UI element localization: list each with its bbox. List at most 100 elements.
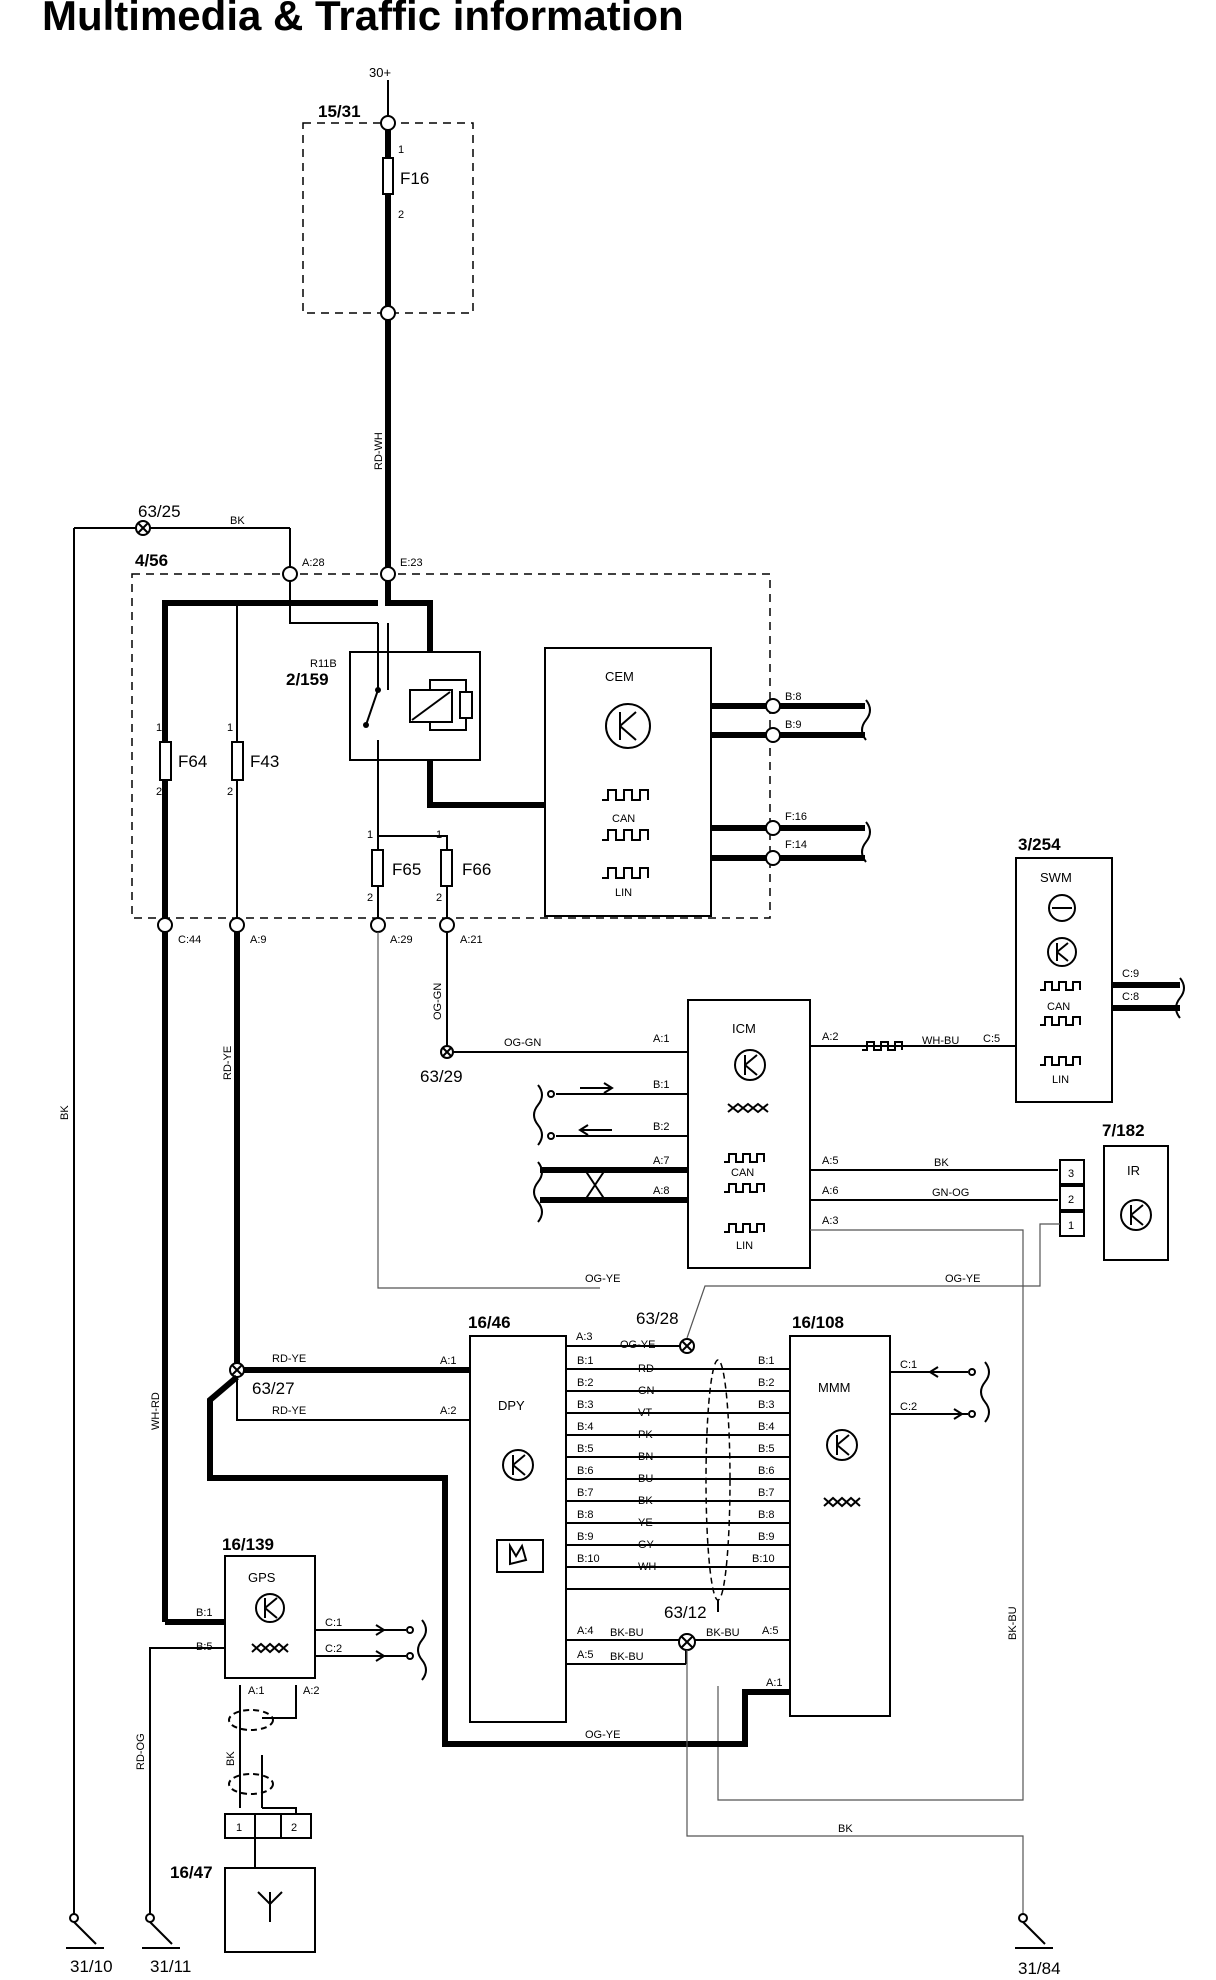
mmm-pin-b10: B:10 <box>752 1553 775 1565</box>
mmm-id: 16/108 <box>792 1313 844 1332</box>
splice-63-29-label: 63/29 <box>420 1067 463 1086</box>
icm-pin-a2: A:2 <box>822 1031 839 1043</box>
icm-can-label: CAN <box>731 1167 754 1179</box>
rem-conn-a9: A:9 <box>250 934 267 946</box>
bus-wire-rd: RD <box>638 1363 654 1375</box>
dpy-pin-b9: B:9 <box>577 1531 594 1543</box>
mmm-pin-c1: C:1 <box>900 1359 917 1371</box>
fuse-f16-label: F16 <box>400 169 429 188</box>
mmm-pin-c2: C:2 <box>900 1401 917 1413</box>
icm-pin-b2: B:2 <box>653 1121 670 1133</box>
dpy-label: DPY <box>498 1398 525 1413</box>
mmm-pin-b4: B:4 <box>758 1421 775 1433</box>
f43-pin1: 1 <box>227 722 233 734</box>
mmm-pin-b2: B:2 <box>758 1377 775 1389</box>
antenna-id: 16/47 <box>170 1863 213 1882</box>
icm-pin-a5: A:5 <box>822 1155 839 1167</box>
mmm-module <box>789 1335 891 1717</box>
mmm-pin-b1: B:1 <box>758 1355 775 1367</box>
gps-pin-a2: A:2 <box>303 1685 320 1697</box>
dpy-pin-b7: B:7 <box>577 1487 594 1499</box>
mmm-pin-b9: B:9 <box>758 1531 775 1543</box>
dpy-pin-b6: B:6 <box>577 1465 594 1477</box>
relay-id: 2/159 <box>286 670 329 689</box>
fuse-f64-label: F64 <box>178 752 207 771</box>
wire-label-bk-bu-a5: BK-BU <box>610 1651 644 1663</box>
ir-pin-2: 2 <box>1068 1194 1074 1206</box>
ground-31-84 <box>1015 1913 1053 1949</box>
icm-pin-a6: A:6 <box>822 1185 839 1197</box>
icm-label: ICM <box>732 1021 756 1036</box>
f66-pin1: 1 <box>436 829 442 841</box>
f65-pin2: 2 <box>367 892 373 904</box>
wire-label-bk-top: BK <box>230 515 245 527</box>
mmm-pin-a1: A:1 <box>766 1677 783 1689</box>
swm-pin-c9: C:9 <box>1122 968 1139 980</box>
mmm-pin-b8: B:8 <box>758 1509 775 1521</box>
swm-lin-label: LIN <box>1052 1074 1069 1086</box>
dpy-pin-b5: B:5 <box>577 1443 594 1455</box>
wire-label-rd-wh: RD-WH <box>373 432 385 470</box>
bus-wire-bk: BK <box>638 1495 653 1507</box>
wire-label-og-ye-ir: OG-YE <box>945 1273 980 1285</box>
fuse-f65-label: F65 <box>392 860 421 879</box>
relay-r11b-label: R11B <box>310 658 337 670</box>
ground-31-11-label: 31/11 <box>150 1957 191 1976</box>
cem-pin-b8: B:8 <box>785 691 802 703</box>
ir-pin-3: 3 <box>1068 1168 1074 1180</box>
cem-pin-f14: F:14 <box>785 839 807 851</box>
bus-wire-gy: GY <box>638 1539 655 1551</box>
cem-label: CEM <box>605 669 634 684</box>
ground-31-10-label: 31/10 <box>70 1957 113 1976</box>
wire-label-bk-bu-mmm: BK-BU <box>706 1627 740 1639</box>
swm-pin-c5: C:5 <box>983 1033 1000 1045</box>
icm-pin-a1: A:1 <box>653 1033 670 1045</box>
wire-label-og-gn-vert: OG-GN <box>432 983 444 1020</box>
wire-label-wh-rd: WH-RD <box>150 1392 162 1430</box>
gps-pin-b1: B:1 <box>196 1607 213 1619</box>
f64-pin1: 1 <box>156 722 162 734</box>
icm-pin-a8: A:8 <box>653 1185 670 1197</box>
swm-pin-c8: C:8 <box>1122 991 1139 1003</box>
wire-label-bk-bottom: BK <box>838 1823 853 1835</box>
wire-label-rd-ye-a1: RD-YE <box>272 1353 306 1365</box>
antenna-pin-2: 2 <box>291 1822 297 1834</box>
fuse-f66-symbol <box>440 849 453 887</box>
cem-pin-f16: F:16 <box>785 811 807 823</box>
mmm-label: MMM <box>818 1380 851 1395</box>
page-title: Multimedia & Traffic information <box>42 0 684 39</box>
mmm-pin-b7: B:7 <box>758 1487 775 1499</box>
dpy-pin-b2: B:2 <box>577 1377 594 1389</box>
icm-pin-a3: A:3 <box>822 1215 839 1227</box>
splice-63-28-label: 63/28 <box>636 1309 679 1328</box>
bus-wire-ye: YE <box>638 1517 653 1529</box>
icm-lin-label: LIN <box>736 1240 753 1252</box>
dpy-pin-b3: B:3 <box>577 1399 594 1411</box>
dpy-pin-b4: B:4 <box>577 1421 594 1433</box>
dpy-display-icon <box>496 1539 544 1573</box>
f43-pin2: 2 <box>227 786 233 798</box>
bus-wire-gn: GN <box>638 1385 655 1397</box>
mmm-pin-b5: B:5 <box>758 1443 775 1455</box>
wire-label-og-ye-a3: OG-YE <box>620 1339 655 1351</box>
bus-wire-bn: BN <box>638 1451 653 1463</box>
wire-label-wh-bu: WH-BU <box>922 1035 959 1047</box>
dpy-pin-b8: B:8 <box>577 1509 594 1521</box>
f66-pin2: 2 <box>436 892 442 904</box>
f64-pin2: 2 <box>156 786 162 798</box>
swm-can-label: CAN <box>1047 1001 1070 1013</box>
swm-id: 3/254 <box>1018 835 1061 854</box>
ir-id: 7/182 <box>1102 1121 1145 1140</box>
swm-label: SWM <box>1040 870 1072 885</box>
mmm-pin-a5: A:5 <box>762 1625 779 1637</box>
bus-wire-vt: VT <box>638 1407 652 1419</box>
dpy-pin-a4: A:4 <box>577 1625 594 1637</box>
bus-wire-pk: PK <box>638 1429 653 1441</box>
fuse-f43-symbol <box>231 741 244 781</box>
gps-label: GPS <box>248 1570 276 1585</box>
gps-pin-c1: C:1 <box>325 1617 342 1629</box>
rem-conn-a21: A:21 <box>460 934 483 946</box>
supply-label: 30+ <box>369 65 391 80</box>
fuse-box-id: 15/31 <box>318 102 361 121</box>
rem-id: 4/56 <box>135 551 168 570</box>
